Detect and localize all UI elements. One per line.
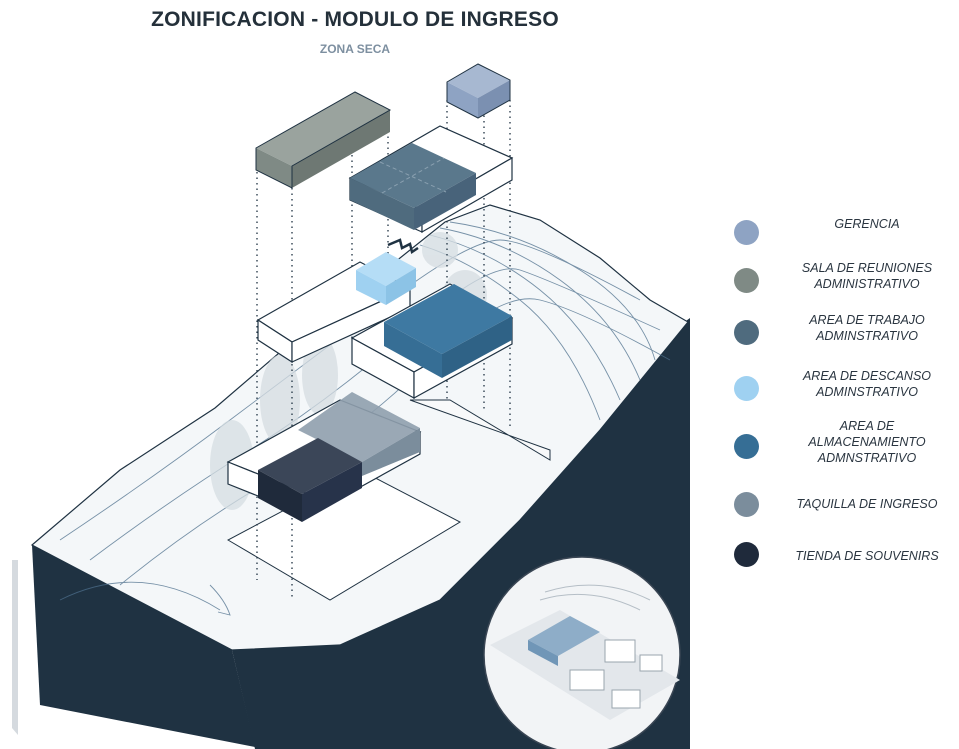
tienda-front [258,470,302,522]
block-gerencia [446,63,511,119]
legend-swatch-area-trabajo [734,320,759,345]
legend-label-tienda: TIENDA DE SOUVENIRS [795,549,939,563]
tree-cluster [302,335,338,415]
legend-label-taquilla: TAQUILLA DE INGRESO [796,497,938,511]
middle-left-slab [256,252,416,364]
stair-connector [387,238,419,255]
legend-swatch-sala-reuniones [734,268,759,293]
diagram-subtitle: ZONA SECA [319,42,391,56]
area-almacenamiento-side [442,316,512,378]
middle-right-slab [350,283,514,400]
legend-swatch-area-almacenamiento [734,434,759,459]
legend-swatch-area-descanso [734,376,759,401]
legend-label-area-trabajo: AREA DE TRABAJO ADMINSTRATIVO [809,313,925,343]
lower-slab [226,392,422,522]
legend-item-area-almacenamiento: AREA DE ALMACENAMIENTO ADMNSTRATIVO [730,416,956,476]
block-sala-reuniones [255,91,392,189]
area-trabajo-side [414,173,476,230]
terrain-front-face [32,545,255,747]
legend-label-gerencia: GERENCIA [834,217,900,231]
legend-item-area-descanso: AREA DE DESCANSO ADMINSTRATIVO [730,366,956,426]
area-descanso-front [356,270,386,305]
legend-label-sala-reuniones: SALA DE REUNIONES ADMINISTRATIVO [801,261,933,291]
area-almacenamiento-front [384,322,442,378]
legend-item-area-trabajo: AREA DE TRABAJO ADMINSTRATIVO [730,310,956,370]
diagram-title: ZONIFICACION - MODULO DE INGRESO [151,8,559,31]
area-descanso-top [356,252,416,286]
legend-item-gerencia: GERENCIA [730,214,956,274]
area-trabajo-front [350,178,414,230]
legend-swatch-taquilla [734,492,759,517]
legend-item-taquilla: TAQUILLA DE INGRESO [730,492,956,552]
legend-swatch-gerencia [734,220,759,245]
upper-slab [348,125,514,234]
taquilla-side [362,428,420,476]
terrain-shadow [12,560,18,735]
legend-item-sala-reuniones: SALA DE REUNIONES ADMINISTRATIVO [730,258,956,318]
tienda-top [258,438,362,494]
legend-label-area-descanso: AREA DE DESCANSO ADMINSTRATIVO [802,369,932,399]
tienda-side [302,462,362,522]
tree-cluster [260,355,300,445]
legend-item-tienda: TIENDA DE SOUVENIRS [730,542,956,602]
legend-swatch-tienda [734,542,759,567]
area-almacenamiento-top [384,284,512,354]
location-inset [483,556,681,749]
legend-label-area-almacenamiento: AREA DE ALMACENAMIENTO ADMNSTRATIVO [808,419,926,465]
tree-cluster [422,232,458,268]
area-descanso-side [386,268,416,305]
